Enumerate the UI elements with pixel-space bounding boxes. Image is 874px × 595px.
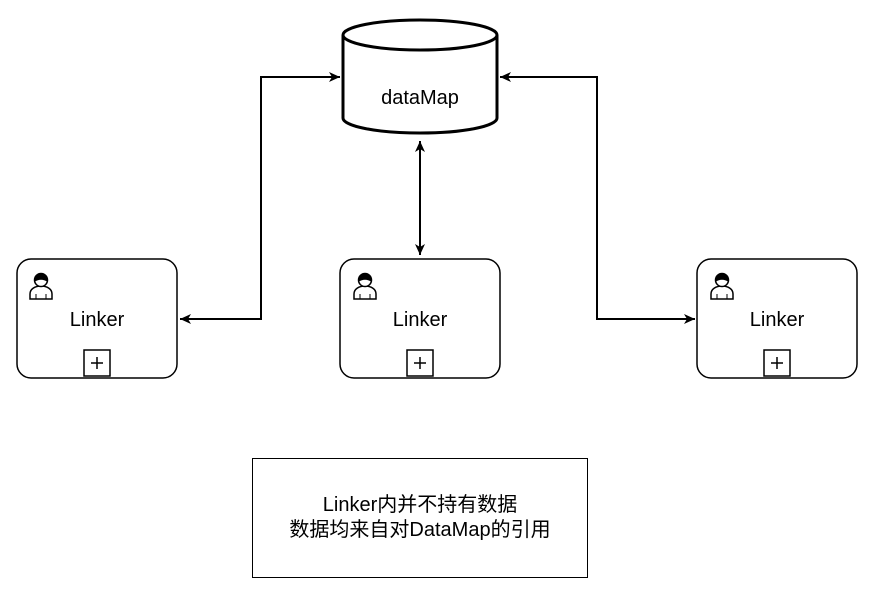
datastore-body [341,35,499,135]
linker-label: Linker [70,309,125,331]
connector-right[interactable] [500,72,695,324]
note-line-1: Linker内并不持有数据 [322,494,518,516]
connector-left[interactable] [180,72,340,324]
plus-icon[interactable] [406,349,434,377]
datastore-label: dataMap [381,87,459,109]
datamap-datastore[interactable]: dataMap [341,18,499,135]
user-icon [353,272,377,300]
linker-label: Linker [750,309,805,331]
note-line-2: 数据均来自对DataMap的引用 [289,519,551,541]
linker-left[interactable]: Linker [16,258,178,379]
linker-box [339,258,501,379]
note-box[interactable]: Linker内并不持有数据 数据均来自对DataMap的引用 [252,458,588,578]
plus-icon[interactable] [83,349,111,377]
linker-center[interactable]: Linker [339,258,501,379]
plus-icon[interactable] [763,349,791,377]
linker-box [16,258,178,379]
linker-right[interactable]: Linker [696,258,858,379]
linker-label: Linker [393,309,448,331]
user-icon [29,272,53,300]
user-icon [710,272,734,300]
datastore-top [341,18,499,52]
linker-box [696,258,858,379]
